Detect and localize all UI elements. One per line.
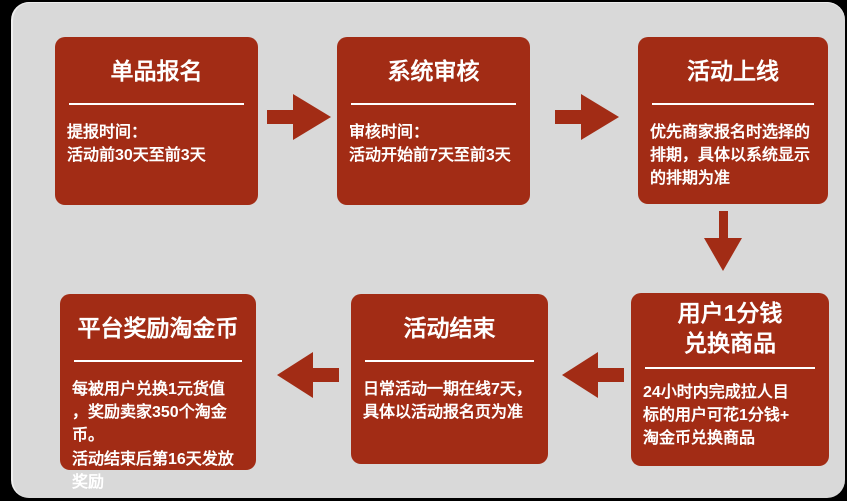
arrow-head <box>277 352 313 398</box>
arrow-tail <box>267 110 293 124</box>
step-body: 优先商家报名时选择的 排期，具体以系统显示 的排期为准 <box>650 124 811 188</box>
arrow-right-icon <box>555 94 619 140</box>
arrow-tail <box>718 211 728 238</box>
step-title: 活动上线 <box>687 58 779 85</box>
flow-step-platform-reward: 平台奖励淘金币 每被用户兑换1元货值 ，奖励卖家350个淘金币。 活动结束后第1… <box>60 294 256 491</box>
arrow-right-icon <box>267 94 331 140</box>
step-title: 用户1分钱 兑换商品 <box>677 300 783 356</box>
flow-step-user-redeem: 用户1分钱 兑换商品 24小时内完成拉人目 标的用户可花1分钱+ 淘金币兑换商品 <box>631 293 829 466</box>
flow-step-system-review: 系统审核 审核时间： 活动开始前7天至前3天 <box>337 37 530 205</box>
arrow-left-icon <box>562 352 624 398</box>
step-title: 活动结束 <box>403 315 496 342</box>
flow-step-product-signup: 单品报名 提报时间： 活动前30天至前3天 <box>55 37 258 205</box>
step-title: 单品报名 <box>110 58 203 85</box>
step-body: 提报时间： 活动前30天至前3天 <box>67 124 206 165</box>
step-title: 系统审核 <box>387 58 480 85</box>
arrow-down-icon <box>704 211 742 271</box>
arrow-head <box>581 94 619 140</box>
divider <box>645 367 815 369</box>
divider <box>365 360 534 362</box>
arrow-left-icon <box>277 352 339 398</box>
flowchart-panel: 单品报名 提报时间： 活动前30天至前3天 系统审核 审核时间： 活动开始前7天… <box>11 2 845 498</box>
arrow-head <box>704 238 742 271</box>
step-body: 24小时内完成拉人目 标的用户可花1分钱+ 淘金币兑换商品 <box>643 384 790 448</box>
step-body: 日常活动一期在线7天， 具体以活动报名页为准 <box>363 381 532 422</box>
divider <box>74 360 242 362</box>
divider <box>69 103 244 105</box>
step-title: 平台奖励淘金币 <box>77 315 239 342</box>
arrow-tail <box>598 368 624 382</box>
divider <box>351 103 516 105</box>
flow-step-activity-end: 活动结束 日常活动一期在线7天， 具体以活动报名页为准 <box>351 294 548 464</box>
step-body: 每被用户兑换1元货值 ，奖励卖家350个淘金币。 活动结束后第16天发放 奖励 <box>72 381 234 491</box>
arrow-tail <box>313 368 339 382</box>
arrow-head <box>562 352 598 398</box>
step-body: 审核时间： 活动开始前7天至前3天 <box>349 124 511 165</box>
arrow-tail <box>555 110 581 124</box>
arrow-head <box>293 94 331 140</box>
divider <box>652 103 814 105</box>
flow-step-activity-online: 活动上线 优先商家报名时选择的 排期，具体以系统显示 的排期为准 <box>638 37 828 204</box>
